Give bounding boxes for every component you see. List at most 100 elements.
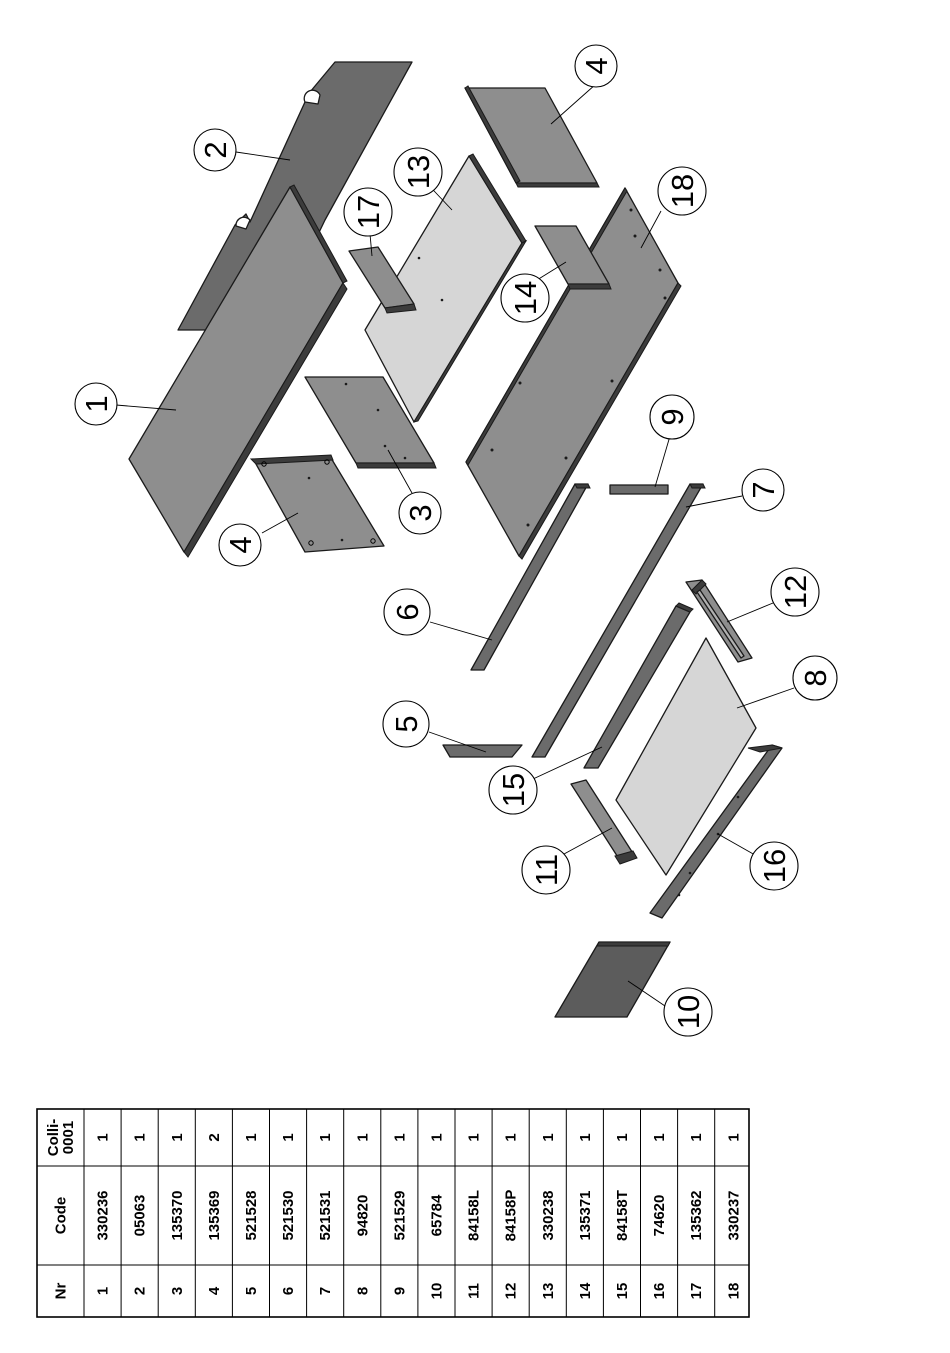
table-cell-qty: 1 — [725, 1133, 742, 1141]
table-cell-code: 84158P — [503, 1190, 520, 1242]
callout-2: 2 — [194, 129, 236, 171]
table-cell-qty: 1 — [688, 1133, 705, 1141]
table-cell-code: 94820 — [354, 1195, 371, 1237]
table-cell-nr: 15 — [614, 1283, 631, 1300]
table-cell-nr: 13 — [540, 1283, 557, 1300]
callout-3: 3 — [399, 492, 441, 534]
part-12-profile-rail — [686, 580, 752, 662]
table-cell-qty: 1 — [169, 1133, 186, 1141]
callout-1: 1 — [75, 383, 117, 425]
table-cell-qty: 1 — [428, 1133, 445, 1141]
svg-text:15: 15 — [496, 773, 531, 807]
callout-6: 6 — [384, 589, 430, 635]
table-cell-code: 521531 — [317, 1190, 334, 1240]
table-cell-nr: 1 — [95, 1287, 112, 1295]
table-cell-code: 135362 — [688, 1190, 705, 1240]
svg-text:6: 6 — [390, 603, 425, 620]
table-cell-nr: 7 — [317, 1287, 334, 1295]
table-cell-nr: 10 — [428, 1283, 445, 1300]
table-cell-code: 330237 — [725, 1190, 742, 1240]
table-cell-code: 84158L — [466, 1190, 483, 1241]
svg-text:14: 14 — [508, 281, 543, 315]
table-cell-code: 135369 — [206, 1190, 223, 1240]
table-cell-code: 84158T — [614, 1190, 631, 1241]
part-10-door-panel — [555, 942, 670, 1017]
table-cell-qty: 1 — [614, 1133, 631, 1141]
svg-text:2: 2 — [198, 141, 233, 158]
table-header-code: Code — [53, 1197, 70, 1235]
svg-text:10: 10 — [671, 995, 706, 1029]
table-cell-nr: 17 — [688, 1283, 705, 1300]
table-header-colli: Colli-0001 — [45, 1119, 77, 1157]
callout-16: 16 — [750, 842, 798, 890]
callout-8: 8 — [793, 656, 837, 700]
table-cell-code: 65784 — [428, 1194, 445, 1236]
callout-15: 15 — [489, 766, 537, 814]
table-cell-qty: 2 — [206, 1133, 223, 1141]
svg-text:12: 12 — [778, 575, 813, 609]
table-cell-nr: 2 — [132, 1287, 149, 1295]
table-cell-nr: 8 — [354, 1287, 371, 1295]
table-header-nr: Nr — [53, 1283, 70, 1300]
svg-text:4: 4 — [223, 536, 258, 553]
svg-text:13: 13 — [401, 155, 436, 189]
table-cell-qty: 1 — [651, 1133, 668, 1141]
table-cell-nr: 3 — [169, 1287, 186, 1295]
svg-text:5: 5 — [389, 715, 424, 732]
table-cell-nr: 12 — [503, 1283, 520, 1300]
svg-text:17: 17 — [351, 195, 386, 229]
callout-12: 12 — [771, 568, 819, 616]
part-4-side-panel-lower — [251, 455, 384, 552]
svg-text:7: 7 — [746, 481, 781, 498]
part-9-short-bar — [610, 485, 668, 494]
callout-10: 10 — [664, 988, 712, 1036]
table-cell-qty: 1 — [540, 1133, 557, 1141]
callout-18: 18 — [658, 167, 706, 215]
table-cell-qty: 1 — [577, 1133, 594, 1141]
callout-4-upper: 4 — [575, 45, 617, 87]
table-cell-code: 521530 — [280, 1190, 297, 1240]
callout-14: 14 — [501, 274, 549, 322]
table-cell-qty: 1 — [243, 1133, 260, 1141]
table-cell-code: 74620 — [651, 1195, 668, 1237]
table-cell-nr: 9 — [391, 1287, 408, 1295]
table-cell-qty: 1 — [391, 1133, 408, 1141]
svg-text:1: 1 — [79, 395, 114, 412]
table-cell-qty: 1 — [317, 1133, 334, 1141]
table-cell-nr: 18 — [725, 1283, 742, 1300]
callout-7: 7 — [742, 469, 784, 511]
table-cell-code: 521528 — [243, 1190, 260, 1240]
table-cell-code: 135370 — [169, 1190, 186, 1240]
callout-5: 5 — [383, 701, 429, 747]
part-4-side-panel-upper — [465, 86, 599, 187]
table-cell-nr: 6 — [280, 1287, 297, 1295]
svg-text:4: 4 — [579, 57, 614, 74]
table-cell-nr: 11 — [466, 1283, 483, 1299]
svg-text:8: 8 — [798, 669, 833, 686]
table-cell-qty: 1 — [503, 1133, 520, 1141]
callout-9: 9 — [650, 395, 694, 439]
svg-text:11: 11 — [529, 854, 564, 886]
table-cell-nr: 5 — [243, 1287, 260, 1295]
table-cell-nr: 14 — [577, 1282, 594, 1299]
parts-table: NrCodeColli-0001133023612050631313537014… — [37, 1109, 749, 1317]
table-cell-code: 330236 — [95, 1190, 112, 1240]
table-cell-qty: 1 — [132, 1133, 149, 1141]
table-cell-nr: 4 — [206, 1286, 223, 1295]
table-cell-qty: 1 — [466, 1133, 483, 1141]
svg-text:16: 16 — [757, 849, 792, 883]
callout-13: 13 — [394, 148, 442, 196]
table-cell-code: 05063 — [132, 1195, 149, 1237]
callout-11: 11 — [522, 846, 570, 894]
svg-text:9: 9 — [655, 408, 690, 425]
table-cell-nr: 16 — [651, 1283, 668, 1300]
table-cell-qty: 1 — [280, 1133, 297, 1141]
table-cell-code: 330238 — [540, 1190, 557, 1240]
callout-17: 17 — [344, 188, 392, 236]
table-cell-code: 521529 — [391, 1190, 408, 1240]
table-cell-qty: 1 — [95, 1133, 112, 1141]
svg-text:3: 3 — [403, 504, 438, 521]
callout-4-lower: 4 — [219, 524, 261, 566]
table-cell-qty: 1 — [354, 1133, 371, 1141]
